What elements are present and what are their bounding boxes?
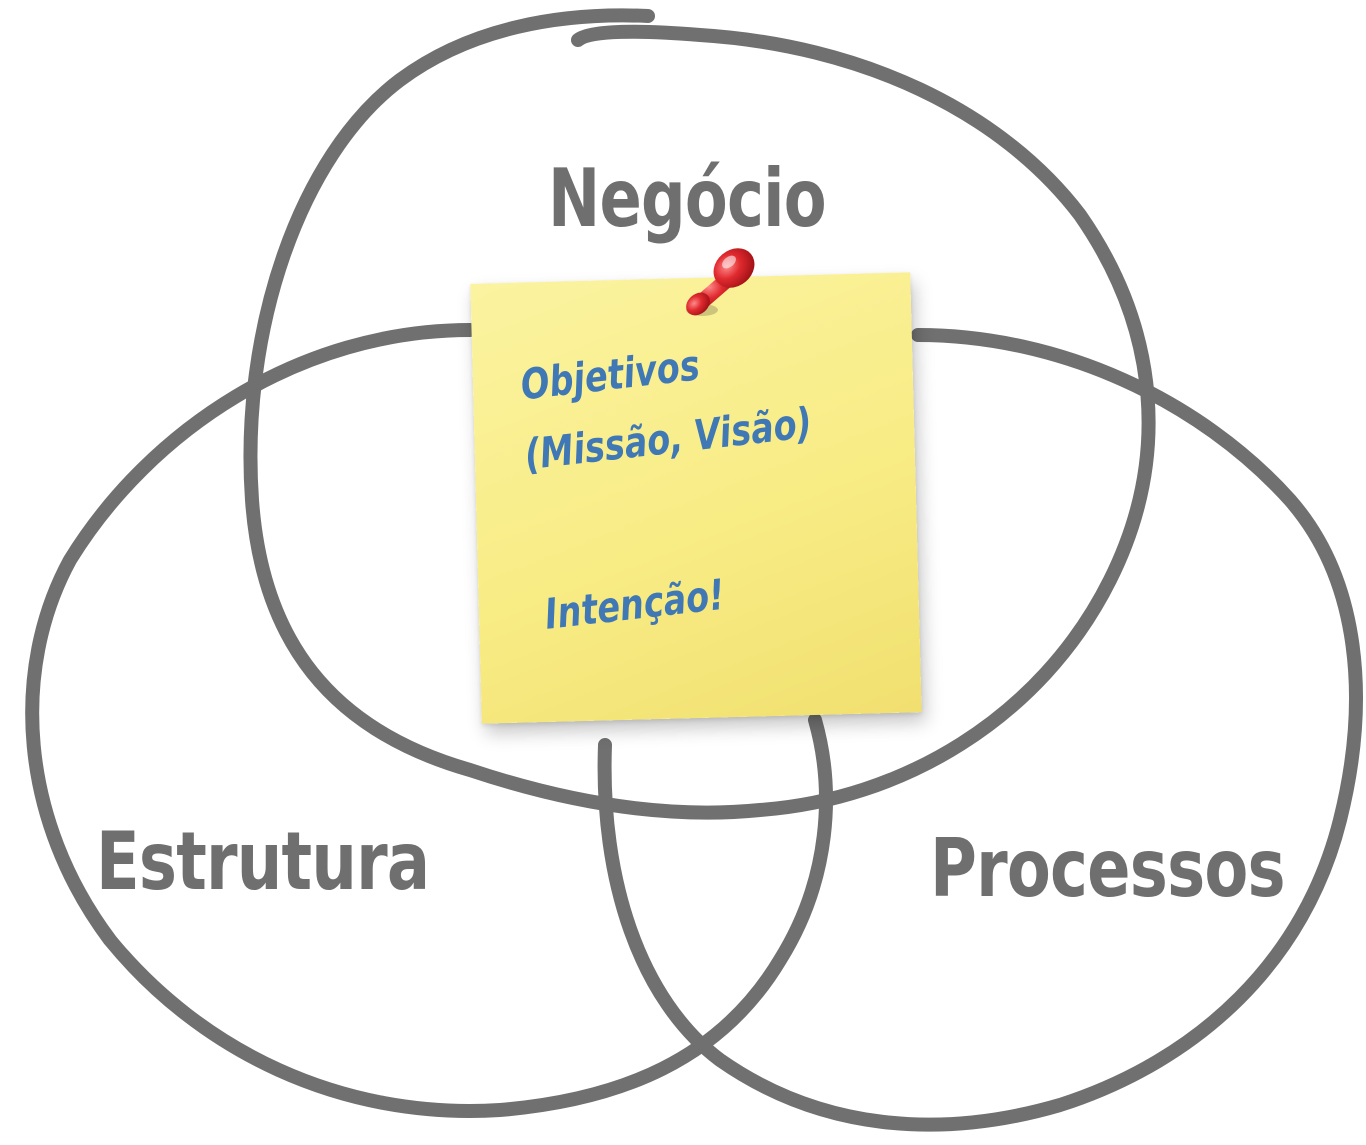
label-processos: Processos [930,822,1286,915]
label-estrutura: Estrutura [96,815,430,908]
note-intention-text: Intenção! [542,569,727,639]
circle-estrutura [25,323,833,1118]
sticky-note: Objetivos (Missão, Visão) Intenção! [470,272,922,724]
note-mission-vision-text: (Missão, Visão) [522,397,815,480]
pushpin-icon [686,248,755,316]
circle-processos [597,328,1363,1132]
circle-negocio [243,8,1156,820]
note-objectives-text: Objetivos [518,340,703,410]
label-negocio: Negócio [548,152,827,245]
